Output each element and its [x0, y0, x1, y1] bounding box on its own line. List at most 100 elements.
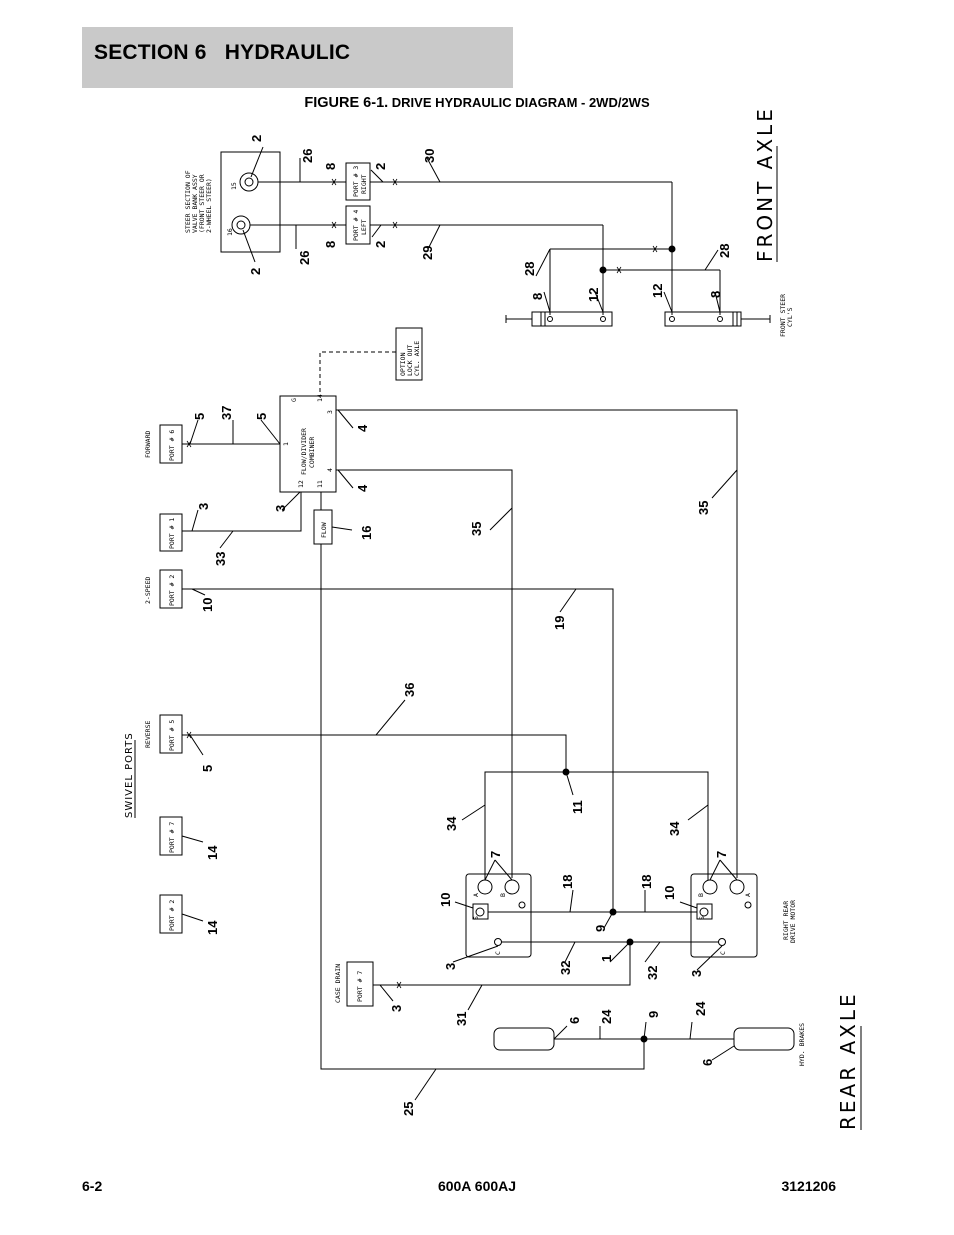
right-rear-drive-motor — [690, 873, 758, 958]
steer-section-label-3: (FRONT STEER OR — [198, 174, 206, 233]
callout: 24 — [599, 1009, 614, 1024]
callout: 2 — [373, 241, 388, 248]
callout: 10 — [662, 886, 677, 900]
flow-divider-label-1: FLOW/DIVIDER — [300, 428, 308, 475]
fd-port-1: 1 — [282, 442, 290, 446]
callout: 7 — [488, 851, 503, 858]
callout: 12 — [586, 288, 601, 302]
callout: 11 — [570, 800, 585, 814]
option-label-2: LOCK OUT — [406, 345, 414, 376]
callout: 36 — [402, 683, 417, 697]
callout: 4 — [355, 484, 370, 492]
steer-section-label-2: VALVE BANK ASSY — [191, 174, 199, 233]
steer-section-label-4: 2-WHEEL STEER) — [205, 178, 213, 233]
right-motor-label-1: RIGHT REAR — [782, 901, 790, 940]
callout: 8 — [530, 293, 545, 300]
callout: 32 — [645, 966, 660, 980]
callout: 8 — [708, 291, 723, 298]
case-drain-label: CASE DRAIN — [334, 964, 342, 1003]
callout: 16 — [359, 526, 374, 540]
callout: 10 — [438, 893, 453, 907]
section-header: SECTION 6 HYDRAULIC — [82, 27, 513, 88]
callout: 24 — [693, 1001, 708, 1016]
callout: 5 — [192, 413, 207, 420]
footer-doc-number: 3121206 — [781, 1178, 836, 1194]
callout: 37 — [219, 406, 234, 420]
swivel-port-5-function: REVERSE — [144, 721, 152, 748]
callout: 3 — [196, 503, 211, 510]
callout: 29 — [420, 246, 435, 260]
callout: 4 — [355, 424, 370, 432]
case-drain-port-label: PORT # 7 — [356, 971, 364, 1002]
fd-port-4: 4 — [326, 468, 334, 472]
figure-label: FIGURE 6-1. — [304, 95, 389, 111]
port-4-label: PORT # 4 — [352, 210, 360, 241]
right-motor-label-2: DRIVE MOTOR — [789, 900, 797, 943]
swivel-port-5-box — [159, 714, 183, 754]
callout: 33 — [213, 552, 228, 566]
footer-page-number: 6-2 — [82, 1178, 103, 1194]
swivel-port-1-label: PORT # 1 — [168, 518, 176, 549]
left-motor-port-s: S — [472, 916, 480, 920]
section-title: SECTION 6 HYDRAULIC — [94, 41, 351, 64]
right-brake — [733, 1027, 795, 1051]
option-label-1: OPTION — [399, 352, 407, 376]
steer-port-15-label: 15 — [230, 182, 238, 190]
swivel-port-6-function: FORWARD — [144, 431, 152, 458]
callout: 8 — [323, 241, 338, 248]
left-motor-port-a: A — [472, 893, 480, 897]
swivel-port-2-function: 2-SPEED — [144, 577, 152, 604]
figure-caption: DRIVE HYDRAULIC DIAGRAM - 2WD/2WS — [388, 95, 650, 110]
callout: 28 — [522, 262, 537, 276]
front-steer-cylinder-right — [664, 311, 742, 327]
swivel-port-2-label: PORT # 2 — [168, 575, 176, 606]
callout: 8 — [323, 163, 338, 170]
left-motor-port-c: C — [494, 951, 502, 955]
front-steer-label-1: FRONT STEER — [779, 294, 787, 337]
figure-title: FIGURE 6-1. DRIVE HYDRAULIC DIAGRAM - 2W… — [0, 94, 954, 111]
callout: 12 — [650, 284, 665, 298]
callout: 34 — [667, 821, 682, 836]
callout: 19 — [552, 616, 567, 630]
left-motor-port-b: B — [499, 893, 507, 897]
right-motor-port-b: B — [697, 893, 705, 897]
callout: 31 — [454, 1012, 469, 1026]
callout: 6 — [567, 1017, 582, 1024]
flow-label: FLOW — [320, 522, 328, 538]
callout: 1 — [599, 955, 614, 962]
option-lockout-box — [395, 327, 423, 381]
callout: 2 — [373, 163, 388, 170]
callout: 26 — [297, 251, 312, 265]
swivel-ports-label: SWIVEL PORTS — [124, 732, 135, 818]
callout: 9 — [646, 1011, 661, 1018]
flow-divider-label-2: COMBINER — [308, 437, 316, 468]
callout: 3 — [389, 1005, 404, 1012]
callout: 3 — [443, 963, 458, 970]
footer-models: 600A 600AJ — [437, 1178, 517, 1194]
port-3-side-label: RIGHT — [360, 174, 368, 194]
left-brake — [493, 1027, 555, 1051]
callout: 3 — [273, 505, 288, 512]
option-label-3: CYL. AXLE — [413, 341, 421, 376]
callout: 7 — [714, 851, 729, 858]
fd-port-14: 14 — [316, 394, 324, 402]
swivel-port-6-label: PORT # 6 — [168, 430, 176, 461]
left-rear-drive-motor — [465, 873, 532, 958]
callout: 6 — [700, 1059, 715, 1066]
callout: 35 — [469, 522, 484, 536]
callout: 14 — [205, 845, 220, 860]
callout: 5 — [254, 413, 269, 420]
callout: 35 — [696, 501, 711, 515]
front-axle-label: FRONT AXLE — [753, 106, 777, 262]
steer-valve-box — [220, 151, 281, 253]
callout: 5 — [200, 765, 215, 772]
front-steer-label-2: CYL'S — [786, 307, 794, 327]
fd-port-11: 11 — [316, 480, 324, 488]
rear-axle-label: REAR AXLE — [836, 991, 860, 1130]
steer-port-16-fitting — [231, 215, 251, 235]
right-motor-port-c: C — [719, 951, 727, 955]
brakes-label: HYD. BRAKES — [798, 1023, 806, 1066]
callout: 18 — [639, 875, 654, 889]
case-drain-port-box — [346, 961, 374, 1007]
